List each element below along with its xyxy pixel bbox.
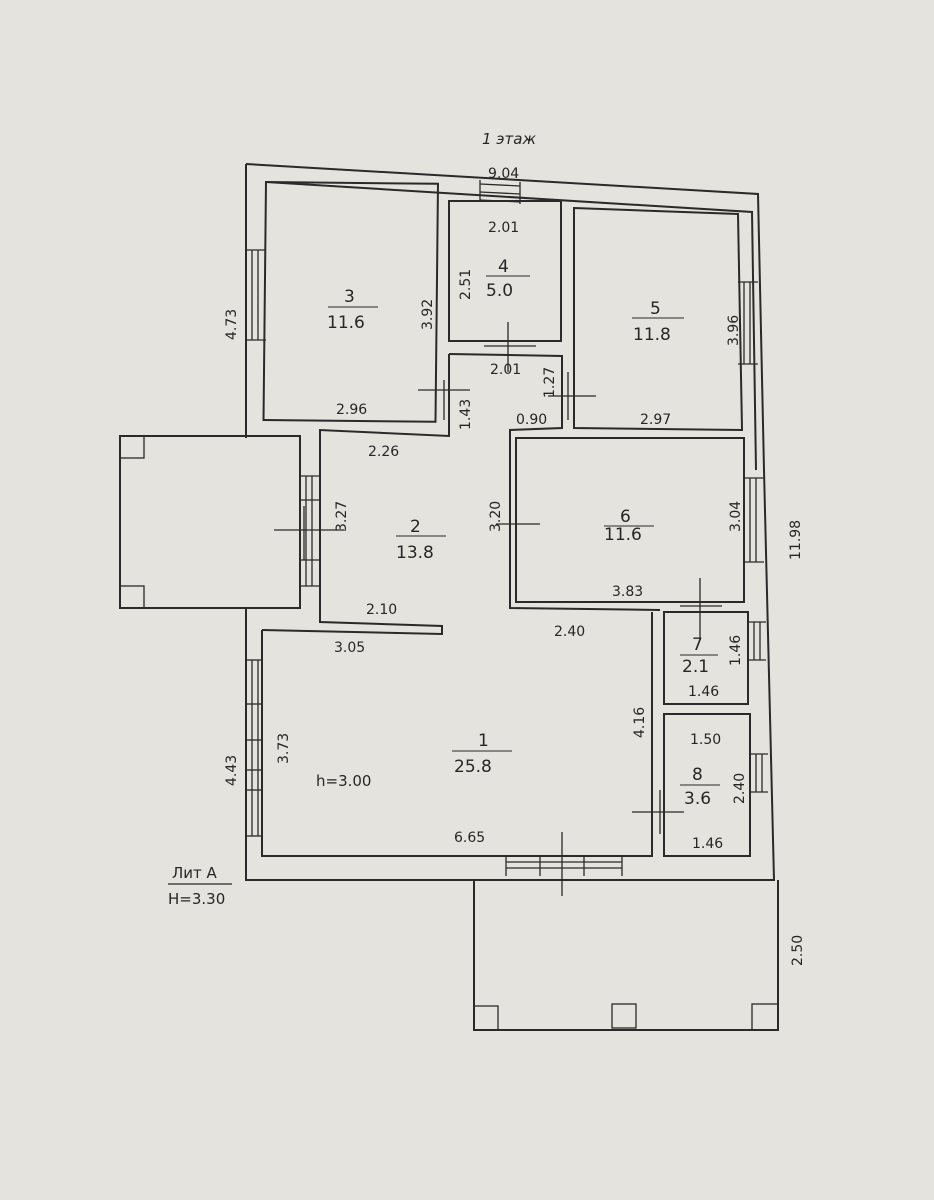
room-2-area: 13.8 (396, 543, 434, 563)
dim-r7-right: 1.46 (728, 635, 744, 666)
dim-r3-right: 3.92 (420, 299, 436, 330)
window-room3 (246, 249, 266, 341)
room-3 (262, 180, 440, 423)
dim-r4-left: 2.51 (458, 269, 474, 300)
room-1-number: 1 (478, 731, 489, 751)
left-annex (119, 435, 301, 609)
dim-porch-depth: 2.50 (790, 935, 806, 966)
dim-r4-bottom: 2.01 (490, 362, 521, 378)
dim-outer-left-upper: 4.73 (224, 309, 240, 340)
window-room6 (744, 477, 764, 563)
window-room5 (738, 281, 758, 365)
door-markers (274, 322, 722, 896)
dim-r2-right-top: 0.90 (516, 412, 547, 428)
dim-r2-mid: 1.43 (458, 399, 474, 430)
room-3-area: 11.6 (327, 313, 365, 333)
dim-r8-top: 1.50 (690, 732, 721, 748)
window-room1-bottom (505, 856, 623, 876)
dim-r2-top: 2.26 (368, 444, 399, 460)
room-8 (663, 713, 751, 857)
room-1-area: 25.8 (454, 757, 492, 777)
dim-r5-right: 3.96 (726, 315, 742, 346)
room1-height-label: h=3.00 (316, 772, 371, 790)
lit-name: Лит А (172, 864, 218, 882)
porch (473, 880, 779, 1031)
window-annex (300, 475, 320, 587)
room-5 (573, 206, 744, 432)
window-room1-left (246, 659, 262, 837)
dim-r8-right: 2.40 (732, 773, 748, 804)
dim-r7-bottom: 1.46 (688, 684, 719, 700)
dim-r8-bottom: 1.46 (692, 836, 723, 852)
dim-outer-left-lower: 4.43 (224, 755, 240, 786)
outer-walls (245, 163, 776, 881)
dim-r1-left: 3.73 (276, 733, 292, 764)
dim-r1-bottom: 6.65 (454, 830, 485, 846)
dim-r5-bottom: 2.97 (640, 412, 671, 428)
room-1 (261, 612, 653, 857)
window-room7 (748, 621, 766, 661)
dim-r1-top-right: 2.40 (554, 624, 585, 640)
room-5-area: 11.8 (633, 325, 671, 345)
room-2 (448, 353, 661, 611)
room-7-number: 7 (692, 635, 703, 655)
dim-r6-left: 3.20 (488, 501, 504, 532)
room-6-area: 11.6 (604, 525, 642, 545)
room-4-number: 4 (498, 257, 509, 277)
window-room8 (750, 753, 768, 793)
floor-title: 1 этаж (482, 130, 536, 148)
dim-r1-top-left: 3.05 (334, 640, 365, 656)
room-7-area: 2.1 (682, 657, 709, 677)
dim-r3-bottom: 2.96 (336, 402, 367, 418)
dim-r6-bottom: 3.83 (612, 584, 643, 600)
dim-r2-bottom: 2.10 (366, 602, 397, 618)
room-3-number: 3 (344, 287, 355, 307)
room-8-area: 3.6 (684, 789, 711, 809)
dim-outer-top: 9.04 (488, 166, 519, 182)
room-6-number: 6 (620, 507, 631, 527)
room-2-number: 2 (410, 517, 421, 537)
dim-outer-right: 11.98 (788, 520, 804, 560)
room-5-number: 5 (650, 299, 661, 319)
dim-r6-right: 3.04 (728, 501, 744, 532)
room-4-area: 5.0 (486, 281, 513, 301)
room-8-number: 8 (692, 765, 703, 785)
dim-r1-right: 4.16 (632, 707, 648, 738)
dim-r4-top: 2.01 (488, 220, 519, 236)
room-7 (663, 611, 749, 705)
lit-height: H=3.30 (168, 890, 225, 908)
dim-r2-left: 3.27 (334, 501, 350, 532)
window-top (479, 180, 521, 204)
dim-r5-left-small: 1.27 (542, 367, 558, 398)
